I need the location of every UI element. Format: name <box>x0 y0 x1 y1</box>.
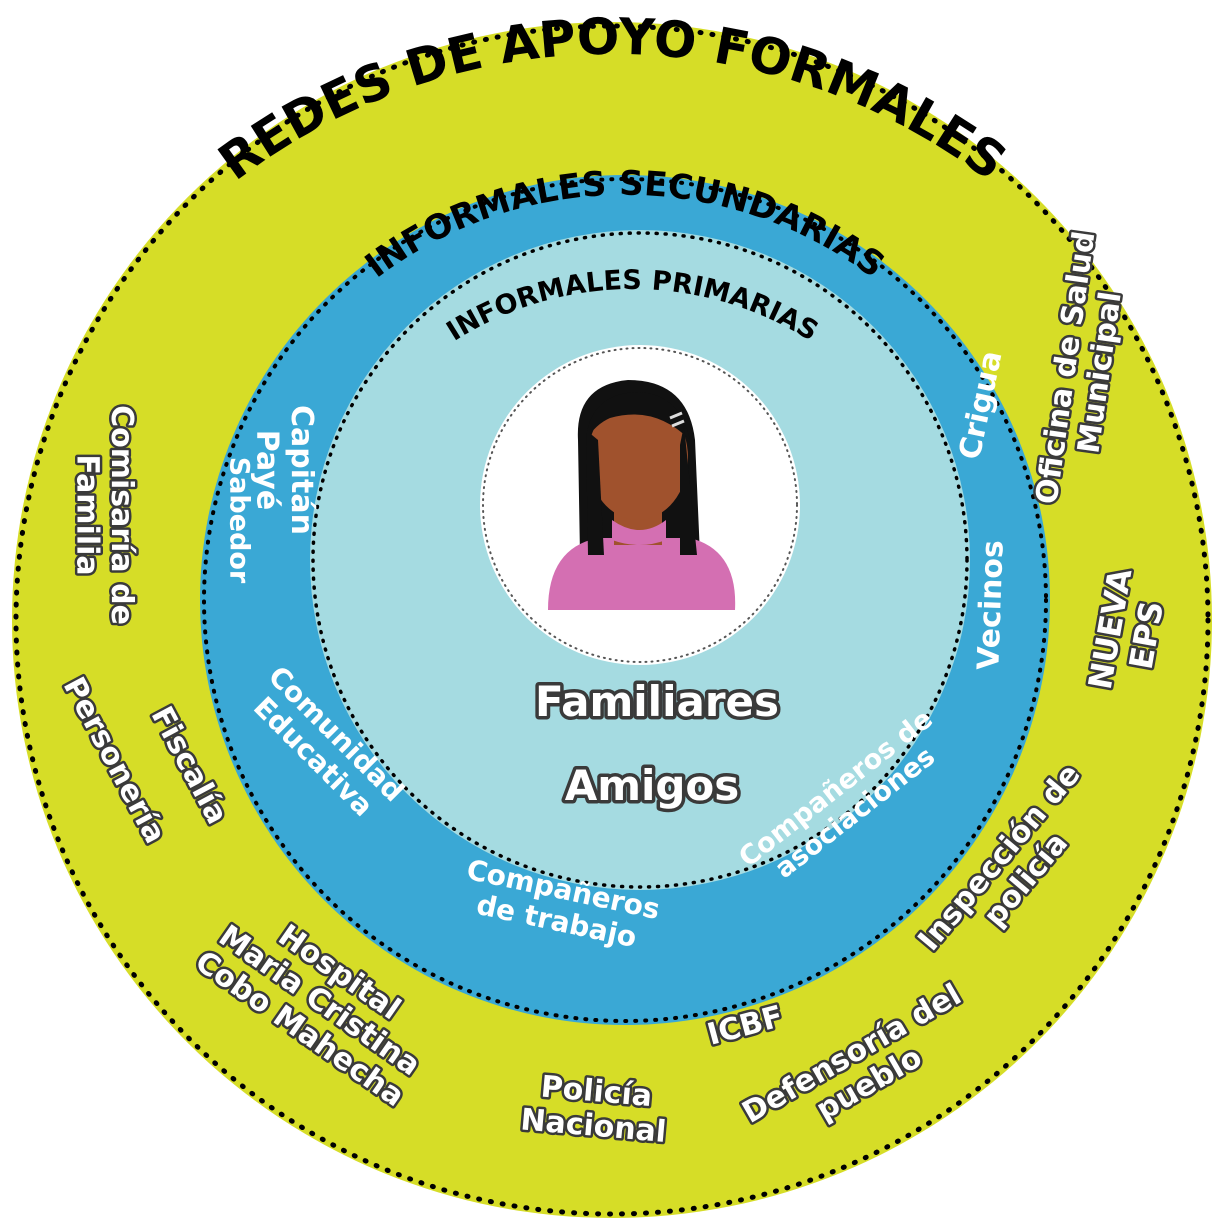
secondary-label-0-line-1: Payé <box>249 430 284 510</box>
secondary-label-1-line-0: Sabedor <box>224 457 255 584</box>
formal-label-0-line-1: Familia <box>69 454 104 575</box>
primary-ring-dotted-border <box>311 231 969 889</box>
secondary-label-5-line-0: Vecinos <box>971 540 1011 671</box>
secondary-label-5: Vecinos <box>971 540 1011 671</box>
center-label-familiares: Familiares <box>535 677 779 726</box>
secondary-ring-dotted-border <box>202 177 1048 1023</box>
formal-label-4: PolicíaNacional <box>519 1068 670 1150</box>
secondary-label-0: CapitánPayé <box>249 405 319 535</box>
person-avatar-icon <box>548 380 736 610</box>
formal-label-0-line-0: Comisaría de <box>104 405 139 625</box>
formal-ring-dotted-border <box>13 23 1211 1217</box>
secondary-label-1: Sabedor <box>224 457 255 584</box>
secondary-label-0-line-0: Capitán <box>284 405 319 535</box>
center-circle-dotted-border <box>482 347 798 663</box>
center-label-amigos: Amigos <box>565 761 740 810</box>
formal-label-0: Comisaría deFamilia <box>69 405 139 625</box>
